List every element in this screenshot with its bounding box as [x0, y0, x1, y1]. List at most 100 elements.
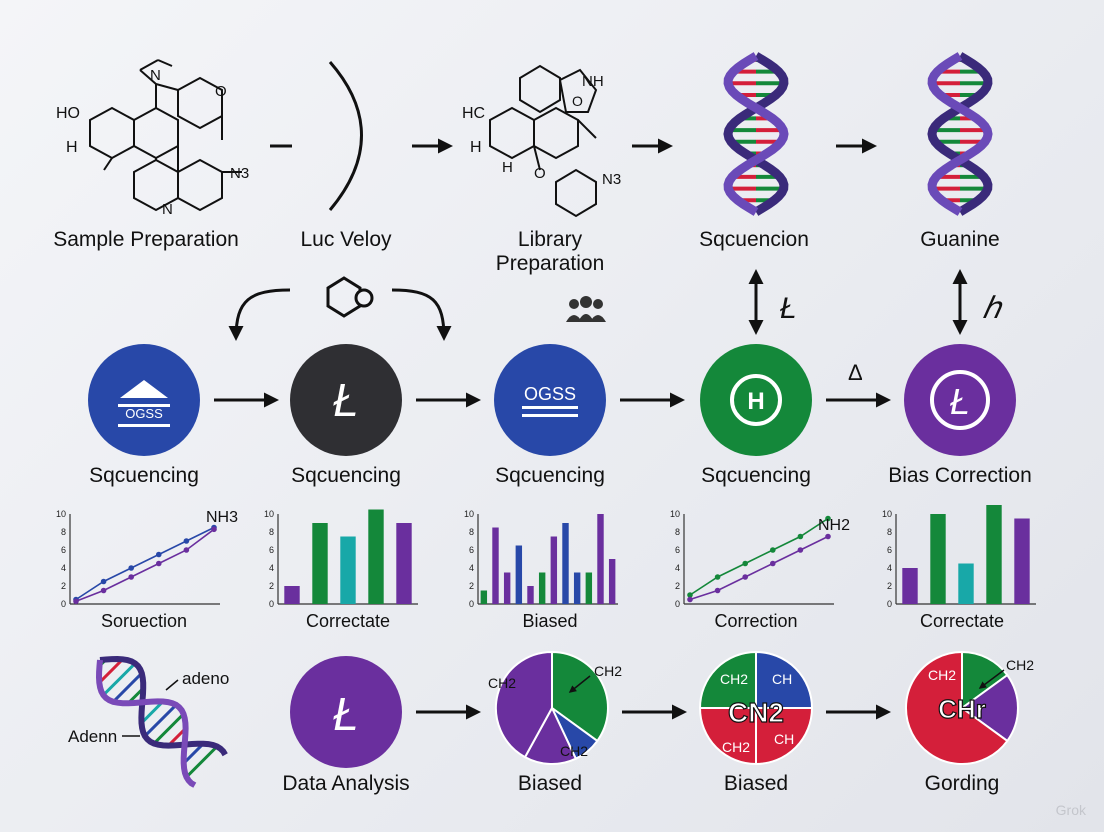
dna-helix-3	[95, 655, 228, 788]
pie-slice	[905, 650, 1009, 765]
bias-correction-circle: Ł	[904, 344, 1016, 456]
y-tick-label: 6	[61, 545, 66, 555]
label-correctate-1: Correctate	[305, 611, 391, 631]
bar	[902, 568, 918, 604]
series-line	[689, 535, 829, 601]
bar	[573, 572, 581, 604]
bar	[930, 514, 946, 604]
label-sequencing-4: Sqcuencing	[701, 464, 811, 487]
label-sample-preparation: Sample Preparation	[53, 228, 239, 251]
dna-base-pair	[143, 703, 178, 738]
molecule1-atom-n-top: N	[150, 67, 161, 84]
data-point	[687, 596, 693, 603]
y-tick-label: 2	[675, 581, 680, 591]
data-point	[183, 547, 190, 553]
molecule1-atom-n-bottom: N	[162, 201, 173, 218]
data-point	[73, 598, 79, 605]
pie-slice	[698, 707, 757, 766]
svg-text:Ł: Ł	[333, 374, 359, 426]
label-library-preparation: Library Preparation	[495, 228, 605, 275]
curve-shape	[328, 61, 363, 211]
bar	[368, 509, 384, 604]
data-point	[714, 587, 721, 594]
data-analysis-circle: Ł	[290, 656, 402, 768]
dna-base-pair	[98, 658, 124, 684]
dna-strand	[99, 655, 228, 757]
pie3-center-label: CHr	[938, 694, 986, 724]
label-bias-correction: Bias Correction	[888, 464, 1032, 487]
label-sqcuencion: Sqcuencion	[699, 228, 809, 251]
curved-arrow-left	[228, 288, 291, 341]
dna-label-adenn: Adenn	[68, 727, 117, 746]
y-tick-label: 6	[269, 545, 274, 555]
pie1-label: CH2	[594, 663, 622, 679]
y-tick-label: 10	[670, 509, 680, 519]
dna-base-pair	[152, 712, 185, 745]
y-tick-label: 6	[887, 545, 892, 555]
svg-text:OGSS: OGSS	[524, 384, 576, 404]
label-sequencing-2: Sqcuencing	[291, 464, 401, 487]
pie3-label: CH2	[1006, 657, 1034, 673]
data-point	[714, 574, 721, 580]
label-correction: Correction	[714, 611, 798, 631]
data-point	[825, 515, 831, 522]
symbol-glyph: Ł	[780, 292, 797, 325]
pie2-center-label: CN2	[728, 697, 784, 728]
pie-slice	[755, 707, 814, 766]
y-tick-label: 0	[469, 599, 474, 609]
data-point	[211, 526, 217, 533]
molecule2-atom-nh: NH	[582, 73, 604, 90]
pie2-label: CH2	[722, 739, 750, 755]
y-tick-label: 8	[61, 527, 66, 537]
data-point	[770, 560, 776, 567]
bar	[1014, 518, 1030, 604]
data-point	[183, 538, 190, 544]
bar	[340, 536, 356, 604]
y-tick-label: 0	[675, 599, 680, 609]
bar	[958, 563, 974, 604]
data-point	[797, 533, 804, 540]
bar	[585, 572, 593, 604]
dna-base-pair	[140, 700, 165, 725]
dna-base-pair	[112, 672, 143, 703]
y-tick-label: 4	[269, 563, 274, 573]
dna-strand	[723, 52, 789, 216]
y-tick-label: 8	[675, 527, 680, 537]
pie-slice	[961, 650, 1009, 710]
molecule1-atom-ho: HO	[56, 105, 80, 122]
molecule2-atom-n3: N3	[602, 171, 621, 188]
label-correctate-2: Correctate	[919, 611, 1005, 631]
curved-arrow-right	[391, 288, 452, 341]
bar	[597, 514, 604, 604]
molecule2-atom-h: H	[470, 139, 482, 156]
svg-text:H: H	[747, 388, 764, 415]
bar	[608, 559, 616, 604]
y-tick-label: 10	[464, 509, 474, 519]
y-tick-label: 2	[269, 581, 274, 591]
bar	[312, 523, 328, 604]
pie2-label: CH	[774, 731, 794, 747]
data-point	[100, 578, 107, 585]
sequencing-circle-2: Ł	[290, 344, 402, 456]
label-guanine: Guanine	[920, 228, 1000, 251]
molecule1-atom-h: H	[66, 139, 78, 156]
y-tick-label: 6	[675, 545, 680, 555]
molecule2-atom-hc: HC	[462, 105, 485, 122]
pie-chart-1	[494, 650, 609, 766]
data-point	[742, 560, 748, 567]
bar	[562, 523, 569, 604]
sequencing-circle-4: H	[700, 344, 812, 456]
label-sequencing-3: Sqcuencing	[495, 464, 605, 487]
y-tick-label: 4	[887, 563, 892, 573]
pie-slice	[755, 650, 814, 709]
y-tick-label: 2	[887, 581, 892, 591]
data-point	[100, 587, 107, 594]
pie2-label: CH2	[720, 671, 748, 687]
dna-strand	[95, 659, 197, 788]
y-tick-label: 10	[56, 509, 66, 519]
y-tick-label: 2	[61, 581, 66, 591]
y-tick-label: 8	[269, 527, 274, 537]
